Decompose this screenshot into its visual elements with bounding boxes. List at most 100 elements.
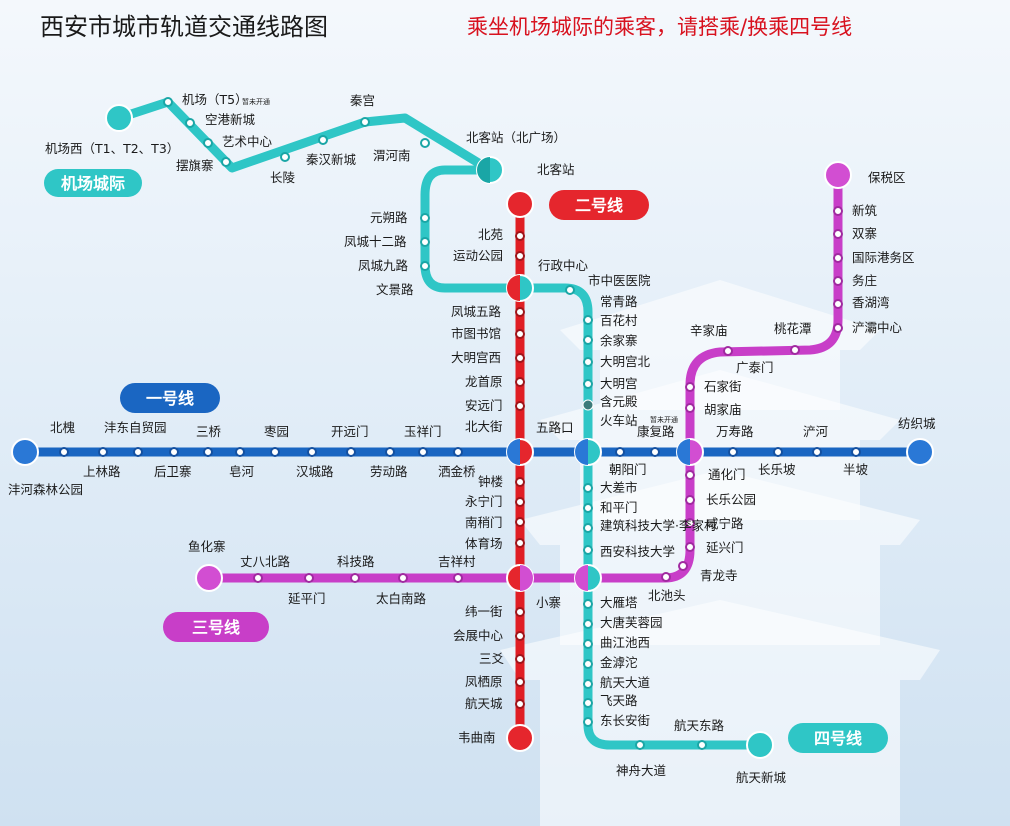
station-dot[interactable] [583,698,593,708]
station-dot[interactable] [235,447,245,457]
station-dot[interactable] [723,346,733,356]
station-dot[interactable] [583,639,593,649]
station-dot[interactable] [253,573,263,583]
station-dot[interactable] [185,118,195,128]
station-dot[interactable] [360,117,370,127]
station-dot[interactable] [583,483,593,493]
station-dot[interactable] [583,523,593,533]
badge-line4[interactable]: 四号线 [788,723,888,753]
station-dot[interactable] [515,699,525,709]
station-dot[interactable] [420,138,430,148]
station-dot[interactable] [812,447,822,457]
station-dot[interactable] [515,307,525,317]
station-dot[interactable] [515,677,525,687]
station-dot[interactable] [385,447,395,457]
station-dot[interactable] [163,97,173,107]
interchange-xiaozhai[interactable] [506,564,534,592]
interchange-xingzhengzhongxin[interactable] [506,274,534,302]
station-dot[interactable] [59,447,69,457]
station-dot[interactable] [350,573,360,583]
terminal-beikezhan-line2[interactable] [506,190,534,218]
station-dot[interactable] [583,335,593,345]
badge-line1[interactable]: 一号线 [120,383,220,413]
station-dot[interactable] [515,631,525,641]
station-dot[interactable] [635,740,645,750]
station-dot[interactable] [515,353,525,363]
station-dot[interactable] [685,542,695,552]
station-dot[interactable] [515,654,525,664]
terminal-baoshuiqu[interactable] [824,161,852,189]
terminal-fangzhicheng[interactable] [906,438,934,466]
station-dot[interactable] [270,447,280,457]
interchange-wulukou[interactable] [574,438,602,466]
station-dot[interactable] [515,497,525,507]
station-dot[interactable] [420,237,430,247]
interchange-beidajie[interactable] [506,438,534,466]
station-dot[interactable] [515,329,525,339]
station-dot[interactable] [515,517,525,527]
station-dot[interactable] [685,382,695,392]
station-dot[interactable] [833,206,843,216]
interchange-beikezhan[interactable] [476,156,504,184]
station-dot[interactable] [133,447,143,457]
badge-airport[interactable]: 机场城际 [44,169,142,197]
station-dot[interactable] [833,299,843,309]
terminal-weiqunan[interactable] [506,724,534,752]
station-dot[interactable] [583,357,593,367]
station-dot[interactable] [833,276,843,286]
station-dot[interactable] [583,679,593,689]
terminal-hangtian-xincheng[interactable] [746,731,774,759]
station-dot[interactable] [833,229,843,239]
station-dot[interactable] [280,152,290,162]
station-dot[interactable] [98,447,108,457]
station-dot[interactable] [833,253,843,263]
station-dot[interactable] [685,495,695,505]
station-dot[interactable] [515,377,525,387]
station-dot[interactable] [615,447,625,457]
station-dot[interactable] [833,323,843,333]
terminal-yuhuazhai[interactable] [195,564,223,592]
station-dot[interactable] [398,573,408,583]
station-dot[interactable] [583,503,593,513]
badge-line2[interactable]: 二号线 [549,190,649,220]
station-dot[interactable] [418,447,428,457]
station-dot[interactable] [515,477,525,487]
station-dot[interactable] [685,518,695,528]
station-dot[interactable] [650,447,660,457]
station-dot[interactable] [420,261,430,271]
station-dot[interactable] [515,251,525,261]
station-dot[interactable] [790,345,800,355]
station-dot[interactable] [318,135,328,145]
station-dot[interactable] [685,470,695,480]
station-dot[interactable] [583,315,593,325]
station-dot[interactable] [685,403,695,413]
station-dot[interactable] [453,573,463,583]
station-dot[interactable] [583,545,593,555]
station-dot[interactable] [773,447,783,457]
terminal-fenghe[interactable] [11,438,39,466]
station-dot[interactable] [565,285,575,295]
station-dot[interactable] [420,213,430,223]
station-dot[interactable] [583,619,593,629]
interchange-tonghuamen[interactable] [676,438,704,466]
station-dot[interactable] [203,447,213,457]
station-dot[interactable] [515,231,525,241]
interchange-dayanta[interactable] [574,564,602,592]
station-dot[interactable] [583,659,593,669]
station-dot[interactable] [583,599,593,609]
station-dot[interactable] [582,399,594,411]
station-dot[interactable] [169,447,179,457]
terminal-airport-west[interactable] [105,104,133,132]
station-dot[interactable] [346,447,356,457]
station-dot[interactable] [304,573,314,583]
station-dot[interactable] [515,607,525,617]
station-dot[interactable] [307,447,317,457]
station-dot[interactable] [515,538,525,548]
station-dot[interactable] [697,740,707,750]
station-dot[interactable] [515,401,525,411]
station-dot[interactable] [583,379,593,389]
station-dot[interactable] [728,447,738,457]
station-dot[interactable] [583,717,593,727]
station-dot[interactable] [661,572,671,582]
badge-line3[interactable]: 三号线 [163,612,269,642]
